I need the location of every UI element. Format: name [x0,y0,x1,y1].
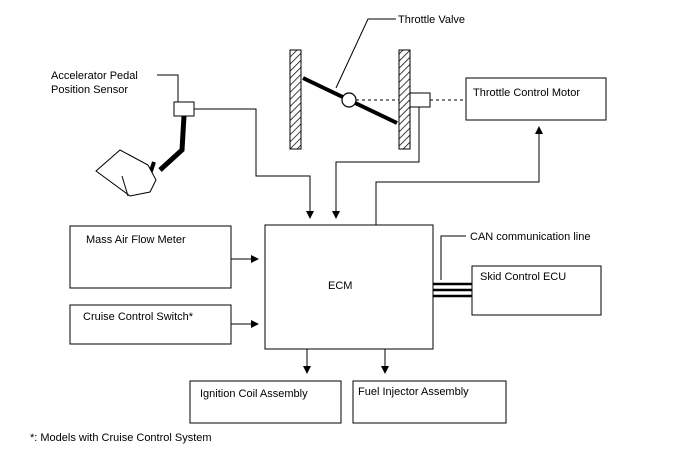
skid-control-ecu-box [471,265,602,316]
throttle-position-sensor [409,92,431,108]
skid-control-ecu-label: Skid Control ECU [480,271,566,283]
tps-to-ecm-line [332,107,420,219]
throttle-control-motor-label: Throttle Control Motor [473,87,580,99]
mass-air-flow-meter-box [69,225,232,289]
throttle-body-left-wall [289,49,302,150]
can-line-leader [440,235,466,280]
accel-sensor-leader [157,74,179,102]
cruise-control-switch-label: Cruise Control Switch* [83,311,194,323]
throttle-valve-leader [335,18,396,89]
throttle-body-right-wall [398,49,411,150]
accel-to-ecm-line [194,108,314,219]
fuel-injector-box [352,380,507,424]
accel-sensor-label-line2: Position Sensor [51,84,128,96]
fuel-injector-label: Fuel Injector Assembly [358,386,469,398]
mass-air-flow-meter-label: Mass Air Flow Meter [86,234,186,246]
footnote: *: Models with Cruise Control System [30,432,212,444]
ignition-coil-label: Ignition Coil Assembly [200,388,308,400]
ecm-label: ECM [328,280,352,292]
throttle-control-motor-box [465,77,607,121]
ecm-box [264,224,434,350]
throttle-valve-label: Throttle Valve [398,14,465,26]
accel-pedal-sensor-box [173,101,195,117]
foot-shoe-sole [121,175,129,197]
foot-shoe-icon [95,149,157,197]
ignition-coil-box [189,380,342,424]
accel-sensor-label-line1: Accelerator Pedal [51,70,138,82]
can-line-label: CAN communication line [470,231,590,243]
accel-pedal-arm [158,115,187,172]
ecm-to-motor-line [375,126,543,225]
throttle-valve-shaft [341,92,357,108]
